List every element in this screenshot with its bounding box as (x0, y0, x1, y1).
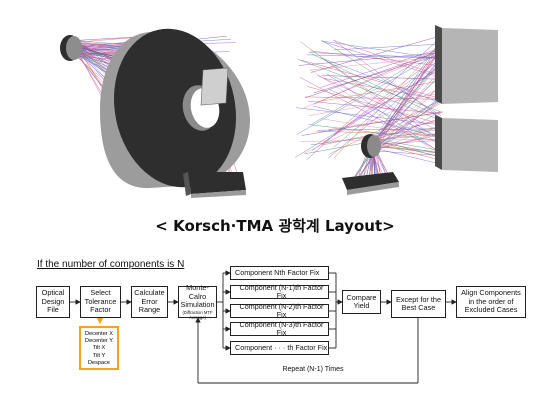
condition-label: If the number of components is N (37, 259, 185, 270)
calculate-error-range-box: Calculate Error Range (131, 286, 168, 318)
korsch-render (60, 28, 250, 198)
secondary-mirror (60, 35, 82, 61)
repeat-label: Repeat (N-1) Times (282, 366, 344, 373)
tma-render (295, 25, 498, 195)
component-n-3-box: Component (N-3)th Factor Fix (230, 320, 329, 337)
monte-carlo-note: (Diffraction MTF Average) (182, 309, 213, 320)
tolerance-item: Despace (87, 359, 111, 366)
tolerance-factor-list: Decenter X Decenter Y Tilt X Tilt Y Desp… (79, 326, 119, 370)
monte-carlo-label: Monte-Calro Simulation (180, 283, 215, 310)
figure-caption: < Korsch·TMA 광학계 Layout> (155, 217, 395, 235)
fold-mirror (200, 67, 229, 106)
tolerance-item: Tilt X (92, 345, 106, 352)
ray-bundle-right (295, 35, 445, 186)
tolerance-item: Decenter X (85, 331, 113, 337)
tertiary-mirror (183, 172, 246, 198)
select-tolerance-factor-box: Select Tolerance Factor (80, 286, 121, 318)
align-components-box: Align Components in the order of Exclude… (456, 286, 526, 318)
component-n-1-box: Component (N-1)th Factor Fix (230, 283, 329, 300)
tolerance-item: Tilt Y (92, 352, 106, 359)
tma-upper-mirror (435, 25, 498, 104)
component-nth-box: Component Nth Factor Fix (230, 266, 329, 280)
component-n-2-box: Component (N-2)th Factor Fix (230, 302, 329, 319)
compare-yield-box: Compare Yield (342, 290, 381, 314)
tma-small-mirror (361, 134, 381, 158)
tma-lower-mirror (435, 115, 498, 172)
tma-bottom-mirror (342, 172, 399, 195)
except-best-case-box: Except for the Best Case (391, 290, 446, 318)
monte-carlo-simulation-box: Monte-Calro Simulation (Diffraction MTF … (178, 283, 217, 320)
optical-design-file-box: Optical Design File (36, 286, 70, 318)
tolerance-item: Decenter Y (85, 338, 113, 345)
component-dots-box: Component · · · th Factor Fix (230, 341, 329, 355)
